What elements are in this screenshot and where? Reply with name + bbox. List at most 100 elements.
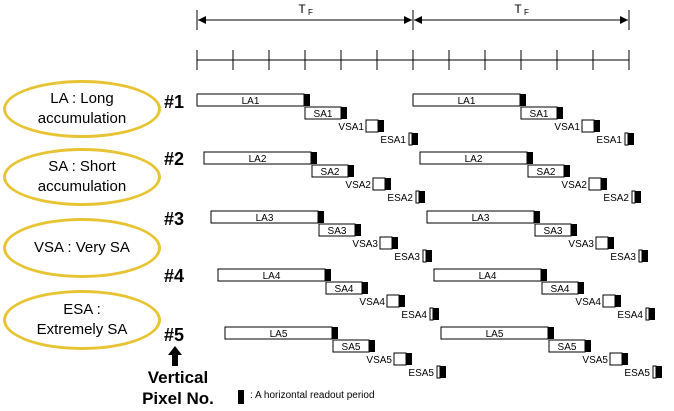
sa-bar-label: SA4 (335, 284, 354, 295)
readout-block (520, 94, 526, 106)
la-bar-label: LA2 (249, 154, 267, 165)
readout-block (369, 340, 375, 352)
row-label-2: #2 (164, 149, 185, 169)
la-bar-label: LA1 (242, 96, 260, 107)
readout-block (541, 269, 547, 281)
vsa-bar (595, 236, 609, 250)
readout-block (440, 366, 446, 378)
sa-bar-label: SA3 (544, 226, 563, 237)
la-bar-label: LA5 (486, 329, 504, 340)
vsa-bar-label: VSA5 (366, 355, 392, 366)
period-arrowhead-left-2 (414, 16, 422, 24)
readout-block (304, 94, 310, 106)
esa-bar (408, 132, 413, 146)
readout-block (348, 165, 354, 177)
vsa-bar-label: VSA3 (568, 239, 594, 250)
readout-block (362, 282, 368, 294)
readout-block (385, 178, 391, 190)
period-subscript-2: F (524, 8, 529, 17)
vsa-bar (379, 236, 393, 250)
la-bar-label: LA2 (465, 154, 483, 165)
vsa-bar-label: VSA3 (352, 239, 378, 250)
vsa-bar-label: VSA4 (359, 297, 385, 308)
readout-block (548, 327, 554, 339)
esa-bar (638, 249, 643, 263)
sa-bar-label: SA5 (342, 342, 361, 353)
readout-block (594, 120, 600, 132)
legend-la-text: LA : Long accumulation (37, 90, 127, 127)
esa-bar-label: ESA1 (380, 135, 406, 146)
sa-bar-label: SA2 (321, 167, 340, 178)
legend-ellipse-vsa: VSA : Very SA (3, 218, 161, 278)
readout-block (578, 282, 584, 294)
esa-bar-label: ESA2 (603, 193, 629, 204)
readout-block (426, 250, 432, 262)
row-label-4: #4 (164, 266, 185, 286)
vsa-bar-label: VSA2 (561, 180, 587, 191)
readout-block (656, 366, 662, 378)
readout-block (406, 353, 412, 365)
vsa-bar (609, 352, 623, 366)
readout-block (615, 295, 621, 307)
readout-block (311, 152, 317, 164)
readout-block (635, 191, 641, 203)
row-label-3: #3 (164, 209, 185, 229)
readout-block (608, 237, 614, 249)
la-bar-label: LA4 (263, 271, 281, 282)
row-label-5: #5 (164, 325, 185, 345)
vsa-bar-label: VSA2 (345, 180, 371, 191)
vsa-bar (393, 352, 407, 366)
esa-bar (652, 365, 657, 379)
sa-bar-label: SA4 (551, 284, 570, 295)
esa-bar (645, 307, 650, 321)
legend-ellipse-esa: ESA : Extremely SA (3, 290, 161, 350)
la-bar-label: LA3 (472, 213, 490, 224)
readout-block (341, 107, 347, 119)
legend-vsa-text: VSA : Very SA (34, 239, 130, 256)
sa-bar-label: SA2 (537, 167, 556, 178)
vsa-bar-label: VSA1 (338, 122, 364, 133)
sa-bar-label: SA3 (328, 226, 347, 237)
vsa-bar (365, 119, 379, 133)
period-arrowhead-right-1 (404, 16, 412, 24)
esa-bar (436, 365, 441, 379)
readout-block (332, 327, 338, 339)
vsa-bar (588, 177, 602, 191)
sa-bar-label: SA1 (530, 109, 549, 120)
readout-block (392, 237, 398, 249)
readout-block (534, 211, 540, 223)
readout-block (325, 269, 331, 281)
esa-bar-label: ESA4 (401, 310, 427, 321)
readout-block (649, 308, 655, 320)
vsa-bar-label: VSA1 (554, 122, 580, 133)
sa-bar-label: SA5 (558, 342, 577, 353)
readout-block (318, 211, 324, 223)
period-arrowhead-right-2 (620, 16, 628, 24)
readout-block (564, 165, 570, 177)
period-label-1: T (298, 2, 306, 16)
vsa-bar (602, 294, 616, 308)
up-arrow-icon (168, 346, 182, 366)
readout-block (622, 353, 628, 365)
readout-block (399, 295, 405, 307)
readout-block (355, 224, 361, 236)
legend-esa-text: ESA : Extremely SA (36, 301, 128, 338)
vertical-pixel-label: Vertical Pixel No. (142, 368, 214, 408)
la-bar-label: LA5 (270, 329, 288, 340)
esa-bar (631, 190, 636, 204)
esa-bar (415, 190, 420, 204)
esa-bar-label: ESA5 (408, 368, 434, 379)
esa-bar-label: ESA4 (617, 310, 643, 321)
period-label-2: T (514, 2, 522, 16)
period-arrowhead-left-1 (198, 16, 206, 24)
readout-block (433, 308, 439, 320)
esa-bar-label: ESA2 (387, 193, 413, 204)
esa-bar-label: ESA3 (394, 252, 420, 263)
row-label-1: #1 (164, 92, 185, 112)
esa-bar-label: ESA1 (596, 135, 622, 146)
readout-block (419, 191, 425, 203)
readout-block (601, 178, 607, 190)
readout-block (628, 133, 634, 145)
vsa-bar (581, 119, 595, 133)
